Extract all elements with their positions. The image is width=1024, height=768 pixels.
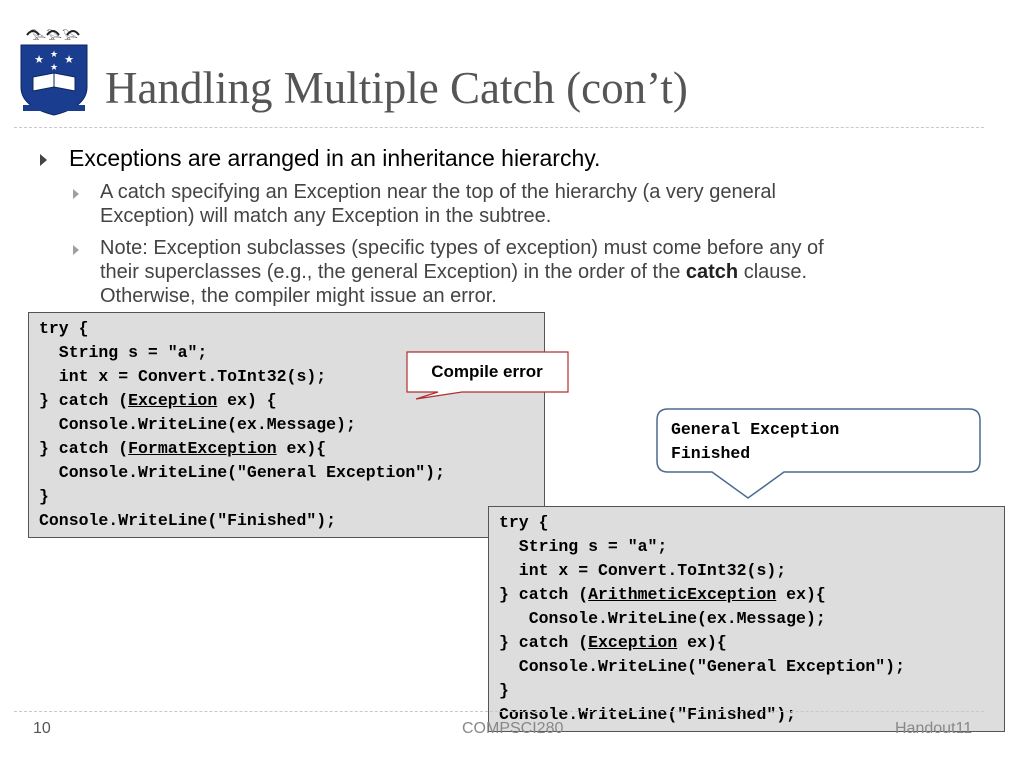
- sub-bullet-1: A catch specifying an Exception near the…: [100, 180, 980, 228]
- code-text: ex){: [276, 439, 327, 458]
- catch-keyword: catch: [685, 261, 739, 283]
- output-callout: General Exception Finished: [656, 408, 982, 502]
- code-line: } catch (Exception ex){: [499, 631, 1004, 655]
- code-line: } catch (FormatException ex){: [39, 437, 544, 461]
- code-text: Console.WriteLine(ex.Message);: [39, 415, 356, 434]
- svg-text:★: ★: [50, 63, 58, 73]
- code-line: Console.WriteLine("Finished");: [39, 509, 544, 533]
- code-line: } catch (Exception ex) {: [39, 389, 544, 413]
- code-line: int x = Convert.ToInt32(s);: [39, 365, 544, 389]
- code-text: String s = "a";: [499, 537, 668, 556]
- code-text: Console.WriteLine(ex.Message);: [499, 609, 826, 628]
- code-text: } catch (: [39, 439, 129, 458]
- sub-bullet-2: Note: Exception subclasses (specific typ…: [100, 236, 980, 308]
- code-line: Console.WriteLine("Finished");: [499, 703, 1004, 727]
- compile-error-label: Compile error: [431, 362, 543, 381]
- sub-bullet-2-text: their superclasses (e.g., the general Ex…: [100, 261, 686, 283]
- svg-text:𓅪𓅪𓅪: 𓅪𓅪𓅪: [30, 28, 78, 46]
- code-line: int x = Convert.ToInt32(s);: [499, 559, 1004, 583]
- code-block-right: try { String s = "a"; int x = Convert.To…: [488, 506, 1005, 732]
- code-line: }: [499, 679, 1004, 703]
- svg-text:★: ★: [50, 50, 58, 60]
- code-text: String s = "a";: [39, 343, 208, 362]
- svg-text:★: ★: [64, 53, 74, 66]
- code-text: try {: [39, 319, 89, 338]
- code-text: } catch (: [499, 633, 589, 652]
- compile-error-callout: Compile error: [406, 351, 570, 401]
- sub-bullet-2-text-end: clause.: [738, 261, 808, 283]
- output-line: Finished: [671, 444, 751, 463]
- title-divider: [14, 127, 984, 128]
- page-number: 10: [33, 720, 51, 737]
- bullet-level1: Exceptions are arranged in an inheritanc…: [69, 145, 601, 171]
- sub-bullet-arrow-icon: [73, 245, 79, 255]
- code-text: try {: [499, 513, 549, 532]
- bullet-arrow-icon: [40, 154, 47, 166]
- code-text: ex){: [776, 585, 826, 604]
- code-text: Console.WriteLine("General Exception");: [499, 657, 905, 676]
- code-line: try {: [499, 511, 1004, 535]
- sub-bullet-2-line1: Note: Exception subclasses (specific typ…: [100, 237, 824, 259]
- exception-type: ArithmeticException: [588, 585, 777, 604]
- code-text: int x = Convert.ToInt32(s);: [39, 367, 327, 386]
- sub-bullet-arrow-icon: [73, 189, 79, 199]
- code-text: } catch (: [499, 585, 589, 604]
- code-text: int x = Convert.ToInt32(s);: [499, 561, 787, 580]
- sub-bullet-1-line1: A catch specifying an Exception near the…: [100, 181, 776, 203]
- code-text: Console.WriteLine("Finished");: [499, 705, 797, 724]
- handout-label: Handout11: [895, 720, 973, 737]
- exception-type: FormatException: [128, 439, 277, 458]
- code-block-left: try { String s = "a"; int x = Convert.To…: [28, 312, 545, 538]
- code-line: Console.WriteLine(ex.Message);: [499, 607, 1004, 631]
- code-line: String s = "a";: [39, 341, 544, 365]
- code-line: }: [39, 485, 544, 509]
- code-line: try {: [39, 317, 544, 341]
- code-text: Console.WriteLine("General Exception");: [39, 463, 445, 482]
- course-label: COMPSCI280: [462, 720, 564, 737]
- code-text: ex) {: [217, 391, 277, 410]
- code-text: } catch (: [39, 391, 129, 410]
- code-line: Console.WriteLine(ex.Message);: [39, 413, 544, 437]
- exception-type: Exception: [128, 391, 218, 410]
- footer-divider: [14, 711, 984, 712]
- code-line: Console.WriteLine("General Exception");: [499, 655, 1004, 679]
- code-text: ex){: [677, 633, 727, 652]
- exception-type: Exception: [588, 633, 678, 652]
- output-line: General Exception: [671, 420, 840, 439]
- program-output: General Exception Finished: [671, 418, 839, 466]
- code-line: String s = "a";: [499, 535, 1004, 559]
- code-text: }: [39, 487, 49, 506]
- code-line: Console.WriteLine("General Exception");: [39, 461, 544, 485]
- sub-bullet-2-line3: Otherwise, the compiler might issue an e…: [100, 285, 497, 307]
- sub-bullet-2-line2: their superclasses (e.g., the general Ex…: [100, 260, 980, 284]
- code-line: } catch (ArithmeticException ex){: [499, 583, 1004, 607]
- code-text: }: [499, 681, 509, 700]
- sub-bullet-1-line2: Exception) will match any Exception in t…: [100, 205, 552, 227]
- code-text: Console.WriteLine("Finished");: [39, 511, 337, 530]
- svg-text:★: ★: [34, 53, 44, 66]
- slide-title: Handling Multiple Catch (con’t): [105, 63, 688, 113]
- university-logo: 𓅪𓅪𓅪 ★ ★ ★ ★: [17, 25, 91, 119]
